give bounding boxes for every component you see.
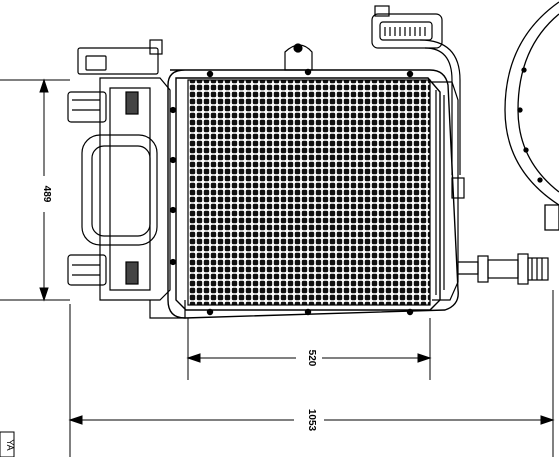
- overall-length-dimension: [68, 290, 555, 457]
- corner-label-box: YA: [0, 431, 15, 457]
- left-engine-assembly: [67, 39, 186, 319]
- overall-length-dimension-label: 1053: [306, 409, 317, 432]
- core-width-dimension: [186, 318, 432, 380]
- radiator-core: [187, 79, 431, 306]
- flywheel-housing-partial: [504, 1, 559, 231]
- height-dimension-label: 489: [41, 186, 52, 203]
- right-coupling: [477, 253, 549, 285]
- core-width-dimension-label: 520: [306, 350, 317, 367]
- corner-label: YA: [5, 439, 15, 450]
- height-dimension: [0, 78, 70, 302]
- filler-cap-assembly: [284, 5, 443, 71]
